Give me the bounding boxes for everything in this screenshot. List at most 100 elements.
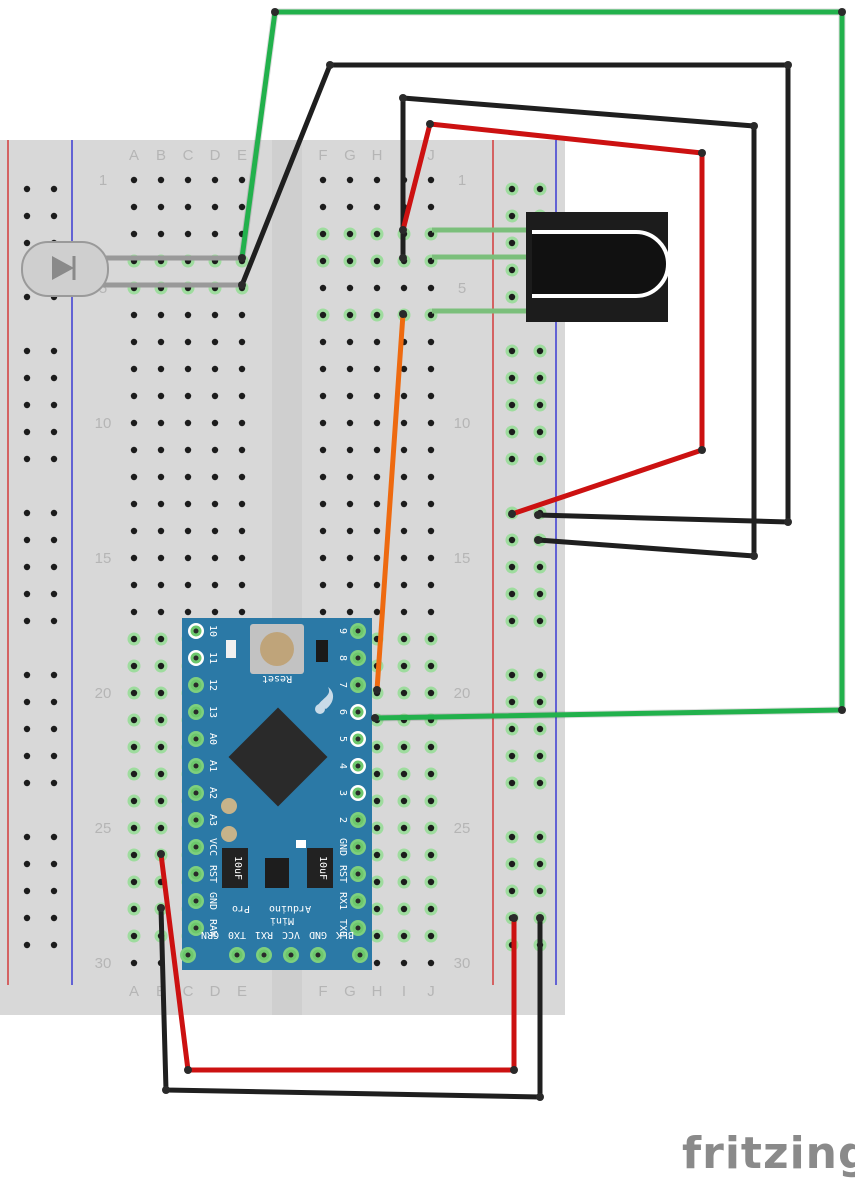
breadboard-hole <box>23 185 31 193</box>
breadboard-hole <box>130 662 138 670</box>
wire-endpoint <box>373 686 381 694</box>
breadboard-hole <box>373 797 381 805</box>
pin-label: 9 <box>337 628 348 634</box>
wire-endpoint <box>698 149 706 157</box>
pin-hole <box>357 952 363 958</box>
breadboard-hole <box>157 338 165 346</box>
pin-hole <box>261 952 267 958</box>
breadboard-hole <box>157 716 165 724</box>
breadboard-hole <box>238 311 246 319</box>
breadboard-hole <box>346 311 354 319</box>
pin-label: GRN <box>201 929 219 940</box>
column-label: D <box>210 983 221 1000</box>
breadboard-hole <box>373 878 381 886</box>
row-label: 30 <box>95 955 112 972</box>
breadboard-hole <box>50 563 58 571</box>
breadboard-hole <box>23 590 31 598</box>
breadboard-hole <box>23 698 31 706</box>
breadboard-hole <box>536 401 544 409</box>
breadboard-hole <box>427 770 435 778</box>
breadboard-hole <box>427 581 435 589</box>
breadboard-hole <box>23 347 31 355</box>
reset-button-cap[interactable] <box>260 632 294 666</box>
pin-hole <box>355 628 361 634</box>
breadboard-hole <box>50 914 58 922</box>
breadboard-hole <box>427 473 435 481</box>
breadboard-hole <box>157 689 165 697</box>
breadboard-hole <box>346 527 354 535</box>
breadboard-hole <box>373 338 381 346</box>
pin-header: 10111213A0A1A2A3VCCRSTGNDRAW98765432GNDR… <box>180 623 368 963</box>
breadboard-hole <box>508 293 516 301</box>
wire-endpoint <box>399 254 407 262</box>
breadboard-hole <box>508 212 516 220</box>
breadboard-hole <box>508 887 516 895</box>
breadboard-hole <box>157 527 165 535</box>
breadboard-hole <box>427 905 435 913</box>
breadboard-hole <box>373 608 381 616</box>
wire-endpoint <box>238 281 246 289</box>
breadboard-hole <box>346 338 354 346</box>
wire-orange[interactable] <box>374 311 406 693</box>
wire-black[interactable] <box>158 907 543 1100</box>
arduino-pro-mini[interactable]: Reset 10uF 10uF Arduino Pro Mini 1011121… <box>180 618 372 970</box>
breadboard-hole <box>211 446 219 454</box>
row-label: 5 <box>99 280 107 297</box>
breadboard-hole <box>373 419 381 427</box>
breadboard-hole <box>508 779 516 787</box>
breadboard-hole <box>211 392 219 400</box>
breadboard-hole <box>427 284 435 292</box>
voltage-regulator <box>265 858 289 888</box>
breadboard-hole <box>23 887 31 895</box>
column-label: A <box>129 983 139 1000</box>
breadboard-hole <box>508 725 516 733</box>
pin-label: 11 <box>207 652 218 664</box>
column-label: B <box>156 147 166 164</box>
breadboard-hole <box>130 581 138 589</box>
breadboard-hole <box>157 635 165 643</box>
pin-label: A3 <box>207 814 218 826</box>
breadboard-hole <box>373 770 381 778</box>
breadboard-hole <box>319 311 327 319</box>
breadboard-hole <box>427 392 435 400</box>
breadboard-hole <box>211 527 219 535</box>
pin-label: GND <box>207 892 218 910</box>
breadboard-hole <box>400 419 408 427</box>
ir-receiver[interactable] <box>432 212 670 322</box>
wire-endpoint <box>784 518 792 526</box>
wire-endpoint <box>326 61 334 69</box>
pin-label: VCC <box>282 929 300 940</box>
row-label: 10 <box>95 415 112 432</box>
breadboard-hole <box>130 176 138 184</box>
wire-red[interactable] <box>158 853 517 1073</box>
row-label: 15 <box>95 550 112 567</box>
pin-hole <box>355 655 361 661</box>
column-label: F <box>318 983 327 1000</box>
pin-hole <box>193 790 199 796</box>
pin-label: RST <box>337 865 348 883</box>
breadboard-hole <box>50 374 58 382</box>
breadboard-hole <box>400 824 408 832</box>
breadboard-hole <box>157 500 165 508</box>
breadboard-hole <box>211 230 219 238</box>
pin-hole <box>193 763 199 769</box>
column-label: G <box>344 147 356 164</box>
pin-label: 12 <box>207 679 218 691</box>
pin-hole <box>355 844 361 850</box>
breadboard-hole <box>23 617 31 625</box>
breadboard-hole <box>23 536 31 544</box>
breadboard-hole <box>319 338 327 346</box>
breadboard-hole <box>508 401 516 409</box>
wire-endpoint <box>184 1066 192 1074</box>
breadboard-hole <box>400 959 408 967</box>
breadboard-hole <box>130 338 138 346</box>
breadboard-hole <box>50 698 58 706</box>
breadboard-hole <box>427 743 435 751</box>
breadboard-hole <box>346 392 354 400</box>
capacitor <box>307 848 333 888</box>
breadboard-hole <box>130 392 138 400</box>
ir-led[interactable] <box>21 241 242 297</box>
wire-endpoint <box>838 8 846 16</box>
breadboard-hole <box>373 959 381 967</box>
column-label: E <box>237 147 247 164</box>
